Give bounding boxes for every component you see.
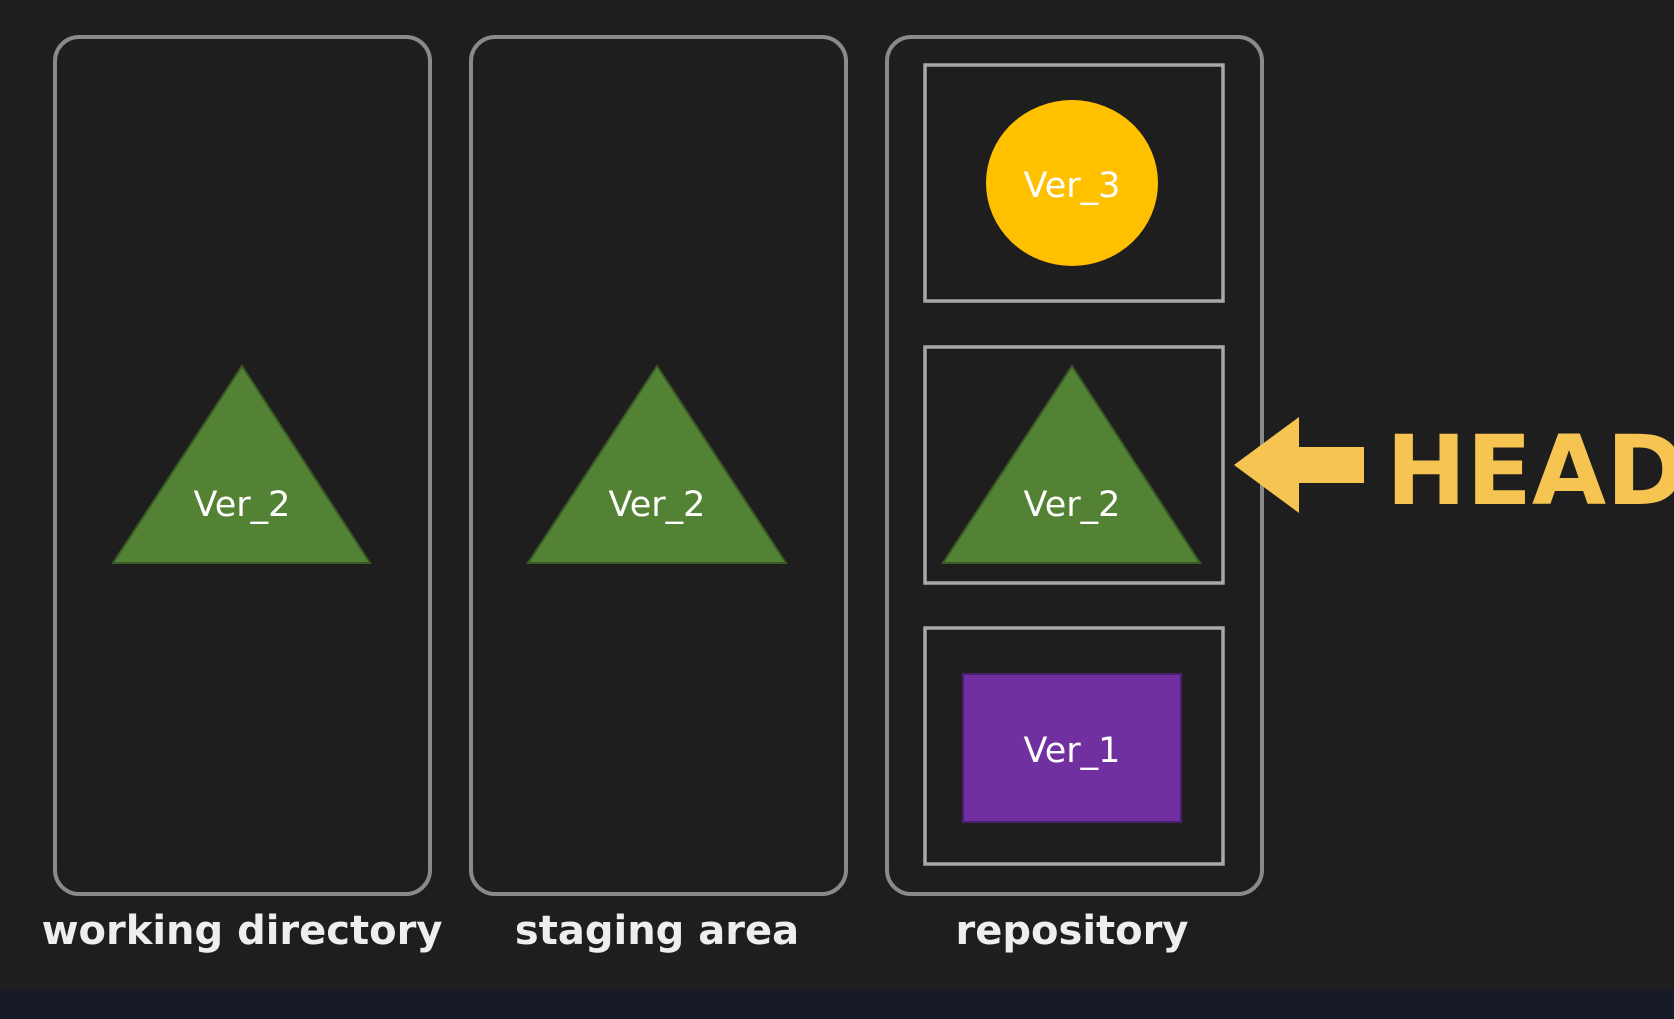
bottom-strip (0, 990, 1674, 1019)
repository-label: repository (956, 908, 1189, 954)
staging-area-panel (469, 35, 848, 896)
repository-commit-1-label: Ver_3 (1024, 166, 1121, 206)
repository-commit-slot-3 (923, 626, 1225, 866)
working-directory-item-label: Ver_2 (194, 485, 291, 525)
staging-area-label: staging area (515, 908, 799, 954)
repository-ver3-circle (986, 100, 1158, 266)
working-directory-ver2-triangle (111, 364, 372, 564)
staging-area-item-label: Ver_2 (609, 485, 706, 525)
working-directory-column: Ver_2 working directory (42, 35, 443, 954)
repository-commit-slot-1 (923, 63, 1225, 303)
repository-commit-2-label: Ver_2 (1024, 485, 1121, 525)
working-directory-panel (53, 35, 432, 896)
head-pointer: HEAD (1234, 415, 1674, 527)
repository-ver2-triangle (941, 364, 1202, 564)
head-label: HEAD (1386, 415, 1674, 527)
repository-ver1-rectangle (962, 673, 1182, 823)
repository-commit-3-label: Ver_1 (1024, 731, 1121, 771)
working-directory-label: working directory (42, 908, 443, 954)
staging-area-ver2-triangle (526, 364, 788, 564)
staging-area-column: Ver_2 staging area (469, 35, 848, 954)
repository-commit-slot-2 (923, 345, 1225, 585)
arrow-left-icon (1234, 417, 1364, 513)
repository-column: Ver_3 Ver_2 Ver_1 repository (885, 35, 1264, 954)
